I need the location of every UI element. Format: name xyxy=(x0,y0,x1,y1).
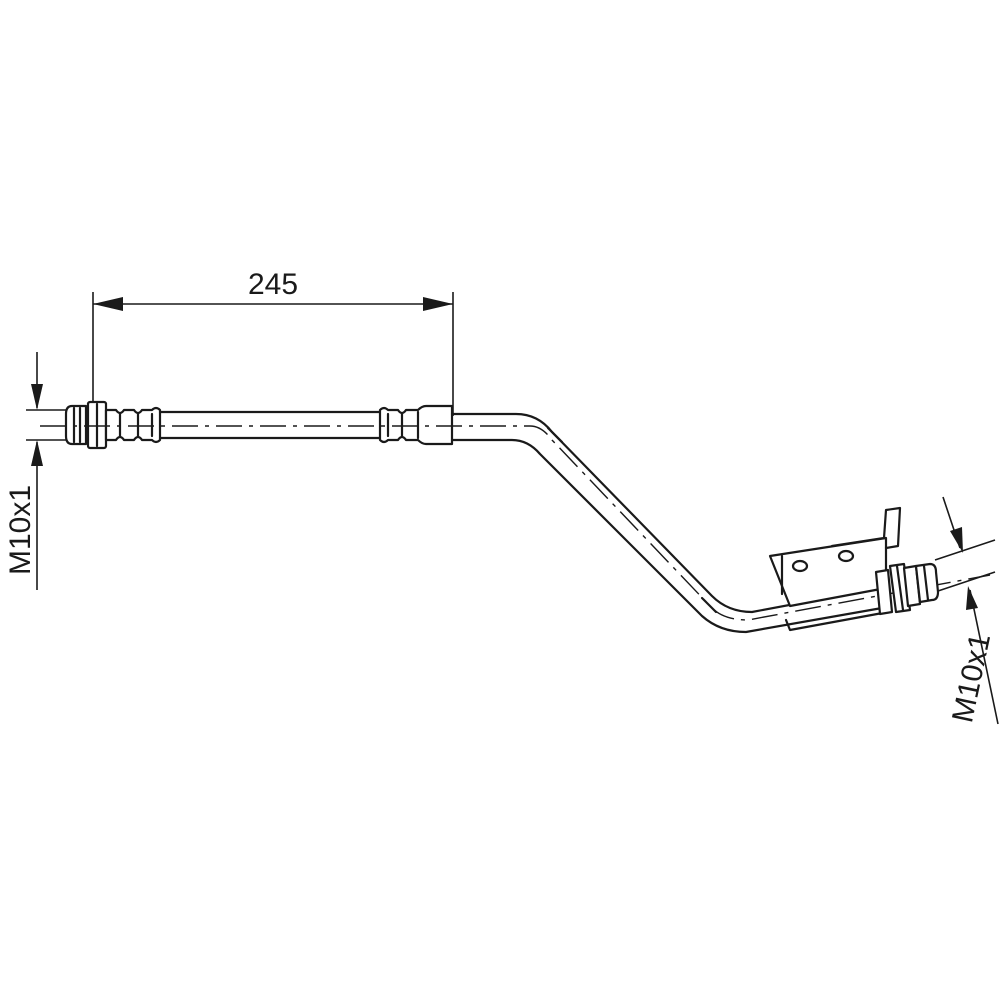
left-thread-nut xyxy=(64,404,88,446)
length-label: 245 xyxy=(248,268,298,301)
arrowhead-right xyxy=(423,297,453,311)
thread-line xyxy=(922,564,930,602)
extension-line-top-right xyxy=(934,539,996,561)
bracket-hole xyxy=(837,549,855,563)
bracket-hole xyxy=(791,559,809,573)
arrowhead-bottom-right xyxy=(966,586,978,610)
tube-edge-bottom xyxy=(450,438,884,634)
arrow-stem-bottom-right xyxy=(969,589,999,725)
bracket-plate xyxy=(768,536,888,608)
arrowhead-top-right xyxy=(950,527,963,553)
right-crimp-sleeve xyxy=(378,404,454,446)
right-nut-1 xyxy=(874,568,894,616)
extension-line-bottom-right xyxy=(934,571,996,593)
arrowhead-bottom-left xyxy=(31,440,43,466)
thread-dimension-right: M10x1 xyxy=(934,496,999,726)
centerline xyxy=(40,425,991,621)
right-crimp-fitting xyxy=(378,404,454,446)
length-dimension: 245 xyxy=(92,268,454,420)
right-end-fitting xyxy=(874,562,940,616)
thread-label-left: M10x1 xyxy=(4,485,37,575)
arrowhead-top-left xyxy=(31,384,43,410)
thread-label-right: M10x1 xyxy=(946,631,997,726)
flexible-hose xyxy=(158,410,384,440)
arrowhead-left xyxy=(93,297,123,311)
right-nut-3 xyxy=(902,564,922,608)
nut-line xyxy=(895,564,905,612)
tube-edge-top xyxy=(450,412,882,614)
thread-dimension-left: M10x1 xyxy=(4,352,70,590)
tube-bend-mark xyxy=(546,426,564,444)
bracket-tab xyxy=(830,506,902,550)
left-end-fitting xyxy=(64,400,162,450)
